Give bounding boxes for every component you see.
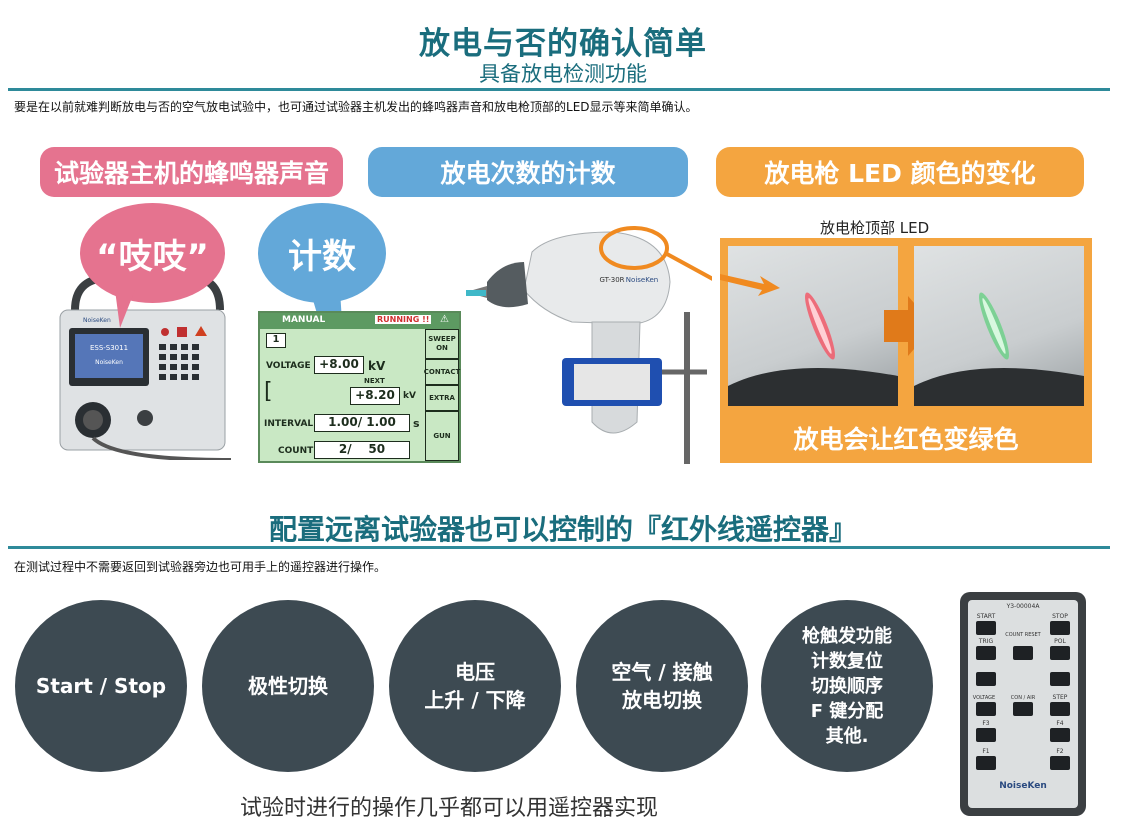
device-screen-brand: NoiseKen [95,359,123,366]
lcd-status: RUNNING !! [375,315,432,324]
lcd-side-button-extra: EXTRA [425,385,459,411]
gun-brand: NoiseKen [626,276,658,284]
arrow-right-icon [884,296,934,356]
lcd-count-value: 2/ 50 [314,441,410,459]
divider [8,88,1110,91]
remote-button-label: COUNT RESET [1005,632,1041,638]
led-feature-label: 放电枪 LED 颜色的变化 [716,147,1084,197]
lcd-next-label: NEXT [364,377,385,385]
discharge-gun-illustration: GT-30R NoiseKen [466,226,712,464]
lcd-side-button-gun: GUN [425,411,459,461]
led-pointer-arrow [720,274,780,296]
remote-button-label: F2 [1056,748,1063,755]
lcd-next-value: +8.20 [350,387,400,405]
led-caption: 放电枪顶部 LED [820,219,930,237]
lcd-display: MANUAL RUNNING !! ⚠ 1 VOLTAGE +8.00 kV N… [258,311,461,463]
page-title: 放电与否的确认简单 [419,26,707,62]
remote-button-label: F4 [1056,720,1063,727]
function-circle-start-stop: Start / Stop [15,600,187,772]
divider [8,546,1110,549]
lcd-interval-value: 1.00/ 1.00 [314,414,410,432]
remote-button-label: TRIG [978,638,994,645]
led-panel: 放电会让红色变绿色 [720,238,1092,463]
function-label: 枪触发功能 计数复位 切换顺序 F 键分配 其他. [802,625,892,747]
tester-unit-illustration: ESS-S3011 NoiseKen NoiseKen [59,274,231,460]
remote-button-label: POL [1054,638,1066,645]
lcd-interval-unit: s [413,417,420,430]
led-green-photo [914,246,1084,406]
remote-button-label: F3 [982,720,989,727]
count-feature-label: 放电次数的计数 [368,147,688,197]
remote-button-label: CON / AIR [1011,695,1036,701]
lcd-voltage-label: VOLTAGE [266,361,311,371]
lcd-voltage-value: +8.00 [314,356,364,374]
remote-button-label: START [977,613,996,620]
led-result-caption: 放电会让红色变绿色 [793,425,1019,454]
warning-icon: ⚠ [440,314,449,325]
buzzer-bubble: “吱吱” [80,203,225,303]
remote-description: 在测试过程中不需要返回到试验器旁边也可用手上的遥控器进行操作。 [14,560,387,574]
function-label: Start / Stop [35,674,167,698]
function-label: 电压 上升 / 下降 [424,660,526,712]
function-circle-polarity: 极性切换 [202,600,374,772]
lcd-interval-label: INTERVAL [264,419,314,429]
device-brand: NoiseKen [83,317,111,324]
function-circle-other: 枪触发功能 计数复位 切换顺序 F 键分配 其他. [761,600,933,772]
remote-section-title: 配置远离试验器也可以控制的『红外线遥控器』 [268,513,857,546]
buzzer-bubble-tail [115,290,135,328]
led-red-photo [728,246,898,406]
function-circle-voltage: 电压 上升 / 下降 [389,600,561,772]
remote-button-label: STOP [1052,613,1068,620]
remote-button-label: STEP [1053,694,1068,701]
remote-button-label: VOLTAGE [973,695,995,701]
lcd-bracket: [ [264,379,273,404]
count-bubble: 计数 [258,203,386,303]
gun-model: GT-30R [599,276,624,284]
lcd-voltage-unit: kV [368,359,386,373]
remote-control-illustration: Y3-00004A START STOP TRIG COUNT RESET PO… [960,592,1086,816]
lcd-next-unit: kV [403,391,416,401]
lcd-mode: MANUAL [282,315,326,325]
remote-model: Y3-00004A [1006,603,1041,610]
lcd-channel: 1 [266,333,286,348]
page-subtitle: 具备放电检测功能 [479,62,647,86]
buzzer-feature-label: 试验器主机的蜂鸣器声音 [40,147,343,197]
function-label: 极性切换 [248,674,328,698]
lcd-side-button-sweep: SWEEP ON [425,329,459,359]
intro-description: 要是在以前就难判断放电与否的空气放电试验中，也可通过试验器主机发出的蜂鸣器声音和… [14,100,698,114]
function-circle-air-contact: 空气 / 接触 放电切换 [576,600,748,772]
remote-brand: NoiseKen [999,781,1047,791]
device-model: ESS-S3011 [90,344,128,352]
remote-button-label: F1 [982,748,989,755]
lcd-count-label: COUNT [278,446,314,456]
function-label: 空气 / 接触 放电切换 [611,660,713,712]
lcd-side-button-contact: CONTACT [424,359,460,385]
remote-caption: 试验时进行的操作几乎都可以用遥控器实现 [240,796,659,821]
